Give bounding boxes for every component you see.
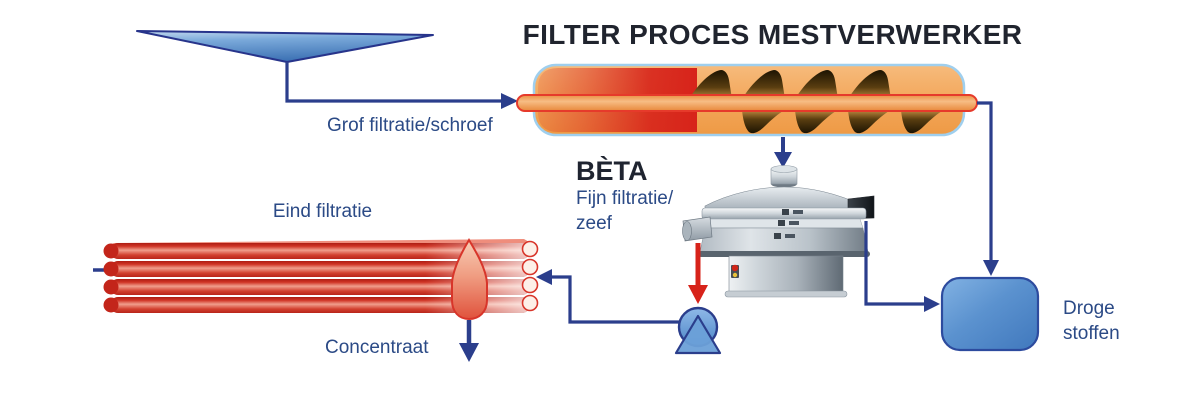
pump-icon	[674, 306, 722, 355]
arrow-pump-to-membrane	[536, 269, 679, 324]
coarse-filtration-label: Grof filtratie/schroef	[327, 115, 493, 136]
arrow-press-to-drybox	[977, 101, 999, 276]
arrow-hopper-to-press	[285, 62, 518, 109]
beta-brand-label: BÈTA	[576, 156, 648, 186]
concentrate-label: Concentraat	[325, 337, 429, 358]
auger-fins-upper	[689, 70, 891, 99]
dry-matter-label-line1: Droge	[1063, 298, 1115, 319]
arrow-press-to-sieve	[774, 137, 792, 168]
diagram-title: FILTER PROCES MESTVERWERKER	[522, 19, 1023, 50]
screw-press	[516, 63, 978, 137]
hopper-funnel-icon	[136, 30, 434, 63]
arrow-sieve-to-pump-red	[688, 243, 708, 304]
press-shaft-tube	[516, 94, 978, 112]
sieve-red-button	[731, 264, 739, 272]
tube-left-caps	[103, 243, 119, 313]
fine-filtration-label-line2: zeef	[576, 213, 612, 234]
auger-fins-lower	[742, 110, 944, 134]
sieve-lid	[704, 186, 864, 211]
dry-matter-label: Droge stoffen	[1063, 296, 1120, 346]
concentrate-outlet-shape	[451, 238, 488, 321]
dry-matter-box	[940, 276, 1040, 352]
arrow-sieve-to-drybox	[864, 221, 940, 312]
final-filtration-label: Eind filtratie	[272, 201, 373, 222]
sieve-base	[728, 255, 844, 295]
membrane-filter-tubes	[93, 238, 539, 321]
arrow-concentrate-down	[459, 320, 479, 362]
fine-filtration-label: Fijn filtratie/ zeef	[576, 186, 673, 236]
sieve-cone	[699, 227, 869, 253]
tube-rows	[110, 243, 530, 313]
vibrating-sieve-machine	[682, 165, 875, 298]
fine-filtration-label-line1: Fijn filtratie/	[576, 188, 674, 209]
tube-right-caps	[521, 240, 539, 312]
dry-matter-label-line2: stoffen	[1063, 323, 1120, 344]
